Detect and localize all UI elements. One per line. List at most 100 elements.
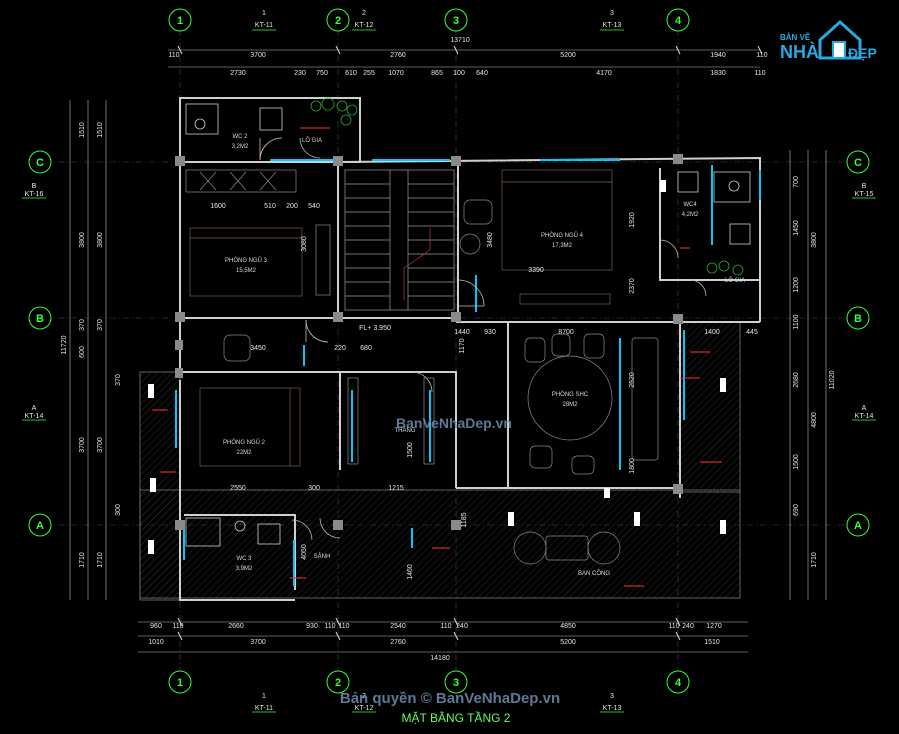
svg-text:8700: 8700 <box>558 329 574 336</box>
left-dimensions: 11720 1510 3800 370 600 3700 1710 1510 3… <box>61 122 122 568</box>
room-logia2: LÔ GIA <box>725 277 745 284</box>
svg-text:4850: 4850 <box>560 623 576 630</box>
svg-text:3: 3 <box>610 10 614 17</box>
svg-text:1510: 1510 <box>79 122 86 138</box>
svg-text:11720: 11720 <box>61 335 68 354</box>
room-bancong: BAN CÔNG <box>578 570 610 577</box>
balcony-hatch <box>139 321 741 601</box>
svg-text:3390: 3390 <box>528 267 544 274</box>
svg-text:110: 110 <box>754 70 765 77</box>
svg-text:600: 600 <box>79 346 86 358</box>
room-labels: WC 2 3,2M2 LÔ GIA PHÒNG NGỦ 3 15,5M2 PHÒ… <box>223 134 745 577</box>
svg-text:100: 100 <box>453 70 465 77</box>
svg-text:680: 680 <box>360 345 372 352</box>
svg-text:1215: 1215 <box>388 485 404 492</box>
brand-logo: BẢN VẼ NHÀ ĐẸP <box>780 19 877 62</box>
svg-text:5200: 5200 <box>560 52 576 59</box>
walls <box>179 97 761 601</box>
grid-label-left-c: C <box>36 157 44 169</box>
svg-text:2660: 2660 <box>228 623 244 630</box>
svg-text:11020: 11020 <box>829 370 836 389</box>
section-tags <box>22 29 876 713</box>
svg-text:110: 110 <box>324 623 335 630</box>
svg-text:1800: 1800 <box>629 458 636 474</box>
svg-text:2: 2 <box>362 10 366 17</box>
stairs <box>344 169 455 311</box>
room-pn4-name: PHÒNG NGỦ 4 <box>541 232 584 239</box>
svg-text:2760: 2760 <box>390 52 406 59</box>
room-wc2-area: 3,2M2 <box>232 144 249 150</box>
svg-text:2680: 2680 <box>793 372 800 388</box>
svg-text:1100: 1100 <box>793 314 800 329</box>
svg-text:4170: 4170 <box>596 70 612 77</box>
svg-text:1710: 1710 <box>811 552 818 568</box>
svg-text:A: A <box>862 405 867 412</box>
svg-text:930: 930 <box>484 329 496 336</box>
room-sanh: SẢNH <box>314 553 331 560</box>
svg-text:300: 300 <box>308 485 320 492</box>
svg-text:370: 370 <box>79 319 86 331</box>
svg-text:540: 540 <box>308 203 320 210</box>
svg-text:3800: 3800 <box>79 232 86 248</box>
svg-text:1200: 1200 <box>793 277 800 293</box>
svg-text:4050: 4050 <box>301 544 308 560</box>
svg-text:2540: 2540 <box>390 623 406 630</box>
svg-text:1500: 1500 <box>407 442 414 458</box>
svg-text:2760: 2760 <box>390 639 406 646</box>
svg-text:3700: 3700 <box>97 437 104 453</box>
room-pn3-area: 15,5M2 <box>236 268 257 274</box>
svg-text:1460: 1460 <box>407 564 414 580</box>
inner-dimensions: 1600 510 200 540 3080 3450 220 680 1440 … <box>210 203 758 580</box>
svg-text:230: 230 <box>294 70 306 77</box>
svg-text:1170: 1170 <box>459 338 466 353</box>
svg-text:14180: 14180 <box>430 655 450 662</box>
svg-text:750: 750 <box>316 70 328 77</box>
svg-text:370: 370 <box>115 374 122 386</box>
svg-text:KT-11: KT-11 <box>255 22 273 29</box>
room-pn2-name: PHÒNG NGỦ 2 <box>223 439 266 446</box>
svg-text:700: 700 <box>793 176 800 188</box>
room-logia1: LÔ GIA <box>302 137 322 144</box>
svg-text:1600: 1600 <box>210 203 226 210</box>
room-wc3-name: WC 3 <box>237 556 253 562</box>
svg-text:1450: 1450 <box>793 220 800 236</box>
svg-text:2520: 2520 <box>629 372 636 388</box>
svg-text:300: 300 <box>115 504 122 516</box>
svg-text:1185: 1185 <box>461 512 468 527</box>
watermark-center: BanVeNhaDep.vn <box>396 415 512 431</box>
room-wc2-name: WC 2 <box>233 134 249 140</box>
logo-nha-text: NHÀ <box>780 41 819 62</box>
top-dimensions: 13710 110 3700 2760 5200 1940 110 2730 2… <box>168 37 767 77</box>
svg-text:865: 865 <box>431 70 443 77</box>
svg-text:3800: 3800 <box>97 232 104 248</box>
grid-label-right-c: C <box>854 157 862 169</box>
svg-text:1440: 1440 <box>454 329 470 336</box>
svg-text:1500: 1500 <box>793 454 800 470</box>
room-wc4-name: WC4 <box>683 202 697 208</box>
grid-label-top-2: 2 <box>335 15 341 27</box>
svg-text:1510: 1510 <box>97 122 104 138</box>
svg-text:1510: 1510 <box>704 639 720 646</box>
svg-text:1830: 1830 <box>710 70 726 77</box>
room-pn3-name: PHÒNG NGỦ 3 <box>225 257 268 264</box>
grid-label-top-3: 3 <box>453 15 459 27</box>
svg-text:445: 445 <box>746 329 758 336</box>
bottom-dimensions: 960 110 2660 930 110 110 2540 110 240 48… <box>148 623 722 662</box>
svg-text:3080: 3080 <box>301 236 308 252</box>
svg-text:110: 110 <box>172 623 183 630</box>
grid-label-top-4: 4 <box>675 15 682 27</box>
svg-text:110: 110 <box>440 623 451 630</box>
svg-text:3700: 3700 <box>250 639 266 646</box>
svg-text:2: 2 <box>362 693 366 700</box>
room-hall: THANG <box>395 428 416 434</box>
svg-text:1920: 1920 <box>629 212 636 228</box>
svg-text:240: 240 <box>456 623 468 630</box>
svg-text:110: 110 <box>668 623 679 630</box>
svg-text:KT-16: KT-16 <box>25 191 44 198</box>
logo-top-text: BẢN VẼ <box>780 33 811 42</box>
svg-text:240: 240 <box>682 623 694 630</box>
floor-level-label: FL+ 3.950 <box>359 325 391 332</box>
svg-text:1010: 1010 <box>148 639 164 646</box>
svg-text:3450: 3450 <box>250 345 266 352</box>
